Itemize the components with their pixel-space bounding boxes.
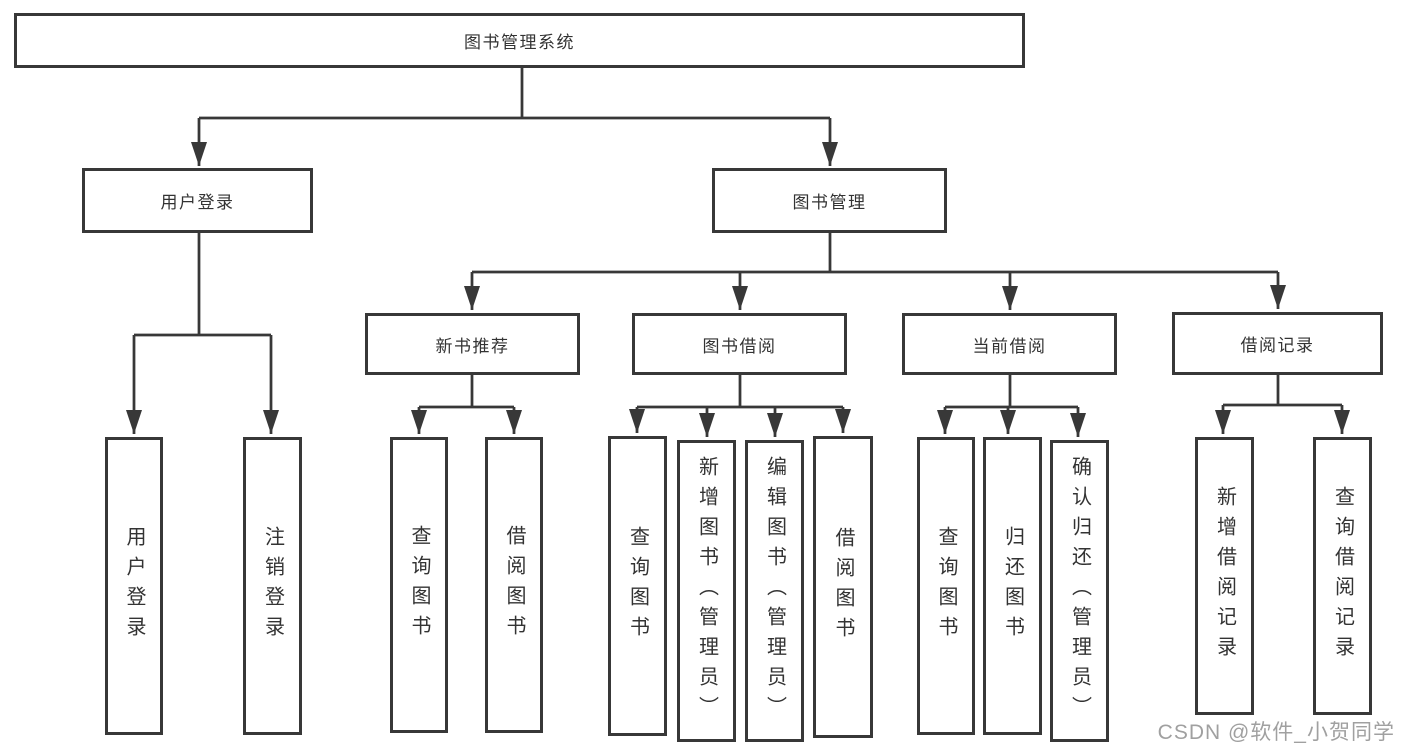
- node-book-borrowing: 图书借阅: [632, 313, 847, 375]
- csdn-watermark: CSDN @软件_小贺同学: [1157, 721, 1395, 744]
- leaf-borrow-query-books-label: 查询图书: [626, 526, 649, 646]
- node-current-borrowing: 当前借阅: [902, 313, 1117, 375]
- leaf-query-borrow-record-label: 查询借阅记录: [1331, 486, 1354, 666]
- node-new-book-recommendation-label: 新书推荐: [435, 336, 510, 356]
- leaf-return-books-label: 归还图书: [1001, 526, 1024, 646]
- node-borrowing-records: 借阅记录: [1172, 312, 1383, 375]
- node-book-management: 图书管理: [712, 168, 947, 233]
- leaf-current-query-books-label: 查询图书: [935, 526, 957, 646]
- leaf-user-login: 用户登录: [105, 437, 163, 735]
- node-borrowing-records-label: 借阅记录: [1240, 336, 1315, 355]
- leaf-return-books: 归还图书: [983, 437, 1042, 735]
- leaf-add-books-admin-label: 新增图书（管理员）: [695, 456, 718, 726]
- node-book-borrowing-label: 图书借阅: [702, 336, 777, 356]
- leaf-edit-books-admin: 编辑图书（管理员）: [745, 440, 804, 742]
- node-user-login: 用户登录: [82, 168, 313, 233]
- leaf-rec-borrow-books: 借阅图书: [485, 437, 543, 733]
- leaf-query-borrow-record: 查询借阅记录: [1313, 437, 1372, 715]
- leaf-logout-label: 注销登录: [261, 526, 284, 646]
- leaf-borrow-books: 借阅图书: [813, 436, 873, 738]
- leaf-add-borrow-record: 新增借阅记录: [1195, 437, 1254, 715]
- leaf-borrow-books-label: 借阅图书: [832, 527, 854, 647]
- leaf-confirm-return-admin-label: 确认归还（管理员）: [1068, 456, 1091, 726]
- node-root-label: 图书管理系统: [464, 33, 575, 52]
- leaf-add-borrow-record-label: 新增借阅记录: [1213, 486, 1236, 666]
- node-current-borrowing-label: 当前借阅: [972, 336, 1047, 356]
- leaf-rec-query-books-label: 查询图书: [408, 525, 430, 645]
- node-book-management-label: 图书管理: [792, 193, 867, 212]
- leaf-rec-query-books: 查询图书: [390, 437, 448, 733]
- leaf-edit-books-admin-label: 编辑图书（管理员）: [763, 456, 786, 726]
- leaf-user-login-label: 用户登录: [123, 526, 145, 646]
- node-new-book-recommendation: 新书推荐: [365, 313, 580, 375]
- leaf-rec-borrow-books-label: 借阅图书: [503, 525, 525, 645]
- leaf-add-books-admin: 新增图书（管理员）: [677, 440, 736, 742]
- leaf-confirm-return-admin: 确认归还（管理员）: [1050, 440, 1109, 742]
- leaf-logout: 注销登录: [243, 437, 302, 735]
- node-root: 图书管理系统: [14, 13, 1025, 68]
- node-user-login-label: 用户登录: [160, 193, 235, 212]
- leaf-borrow-query-books: 查询图书: [608, 436, 667, 736]
- leaf-current-query-books: 查询图书: [917, 437, 975, 735]
